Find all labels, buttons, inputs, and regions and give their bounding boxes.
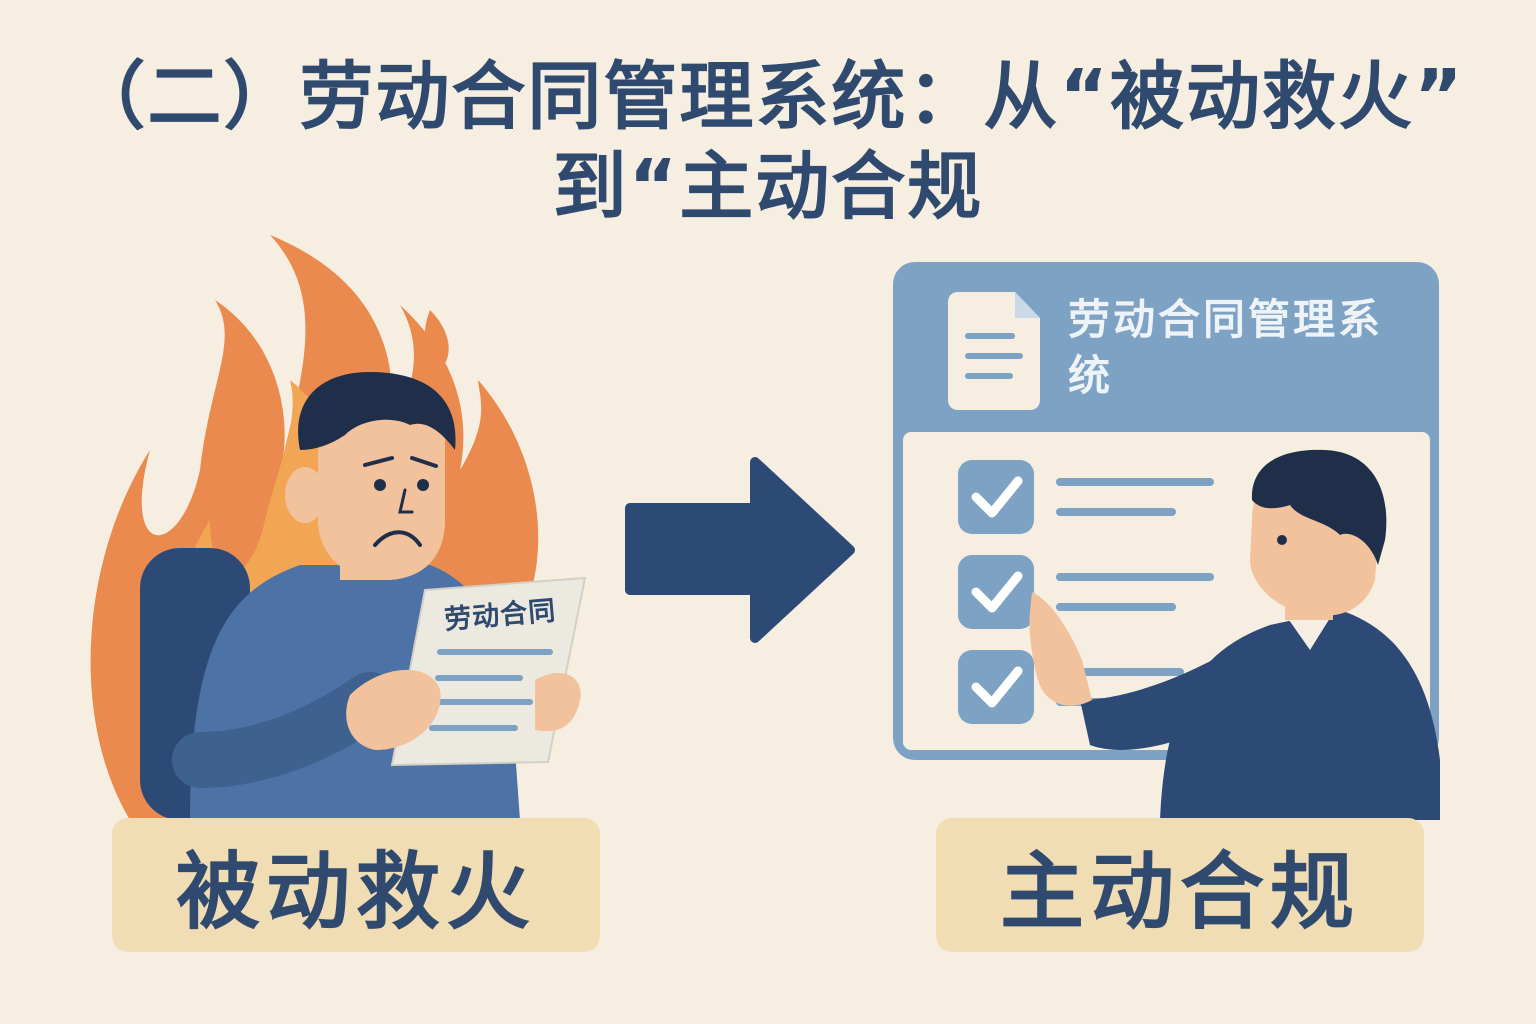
document-icon (948, 292, 1040, 410)
arrow-right-icon (625, 457, 855, 643)
checkbox-checked-icon (958, 460, 1034, 534)
checkbox-checked-icon (958, 650, 1034, 724)
title-line-2: 到“主动合规 (552, 144, 984, 230)
passive-caption: 被动救火 (112, 818, 600, 952)
active-caption-text: 主动合规 (999, 842, 1360, 941)
page-title: （二）劳动合同管理系统：从“被动救火” 到“主动合规 (0, 52, 1536, 232)
title-line-1: （二）劳动合同管理系统：从“被动救火” (71, 54, 1465, 140)
confident-person (1029, 449, 1440, 820)
checkbox-checked-icon (958, 555, 1034, 629)
active-caption: 主动合规 (936, 818, 1424, 952)
system-title: 劳动合同管理系统 (1068, 295, 1384, 400)
passive-caption-text: 被动救火 (175, 842, 536, 941)
hands (346, 669, 581, 750)
